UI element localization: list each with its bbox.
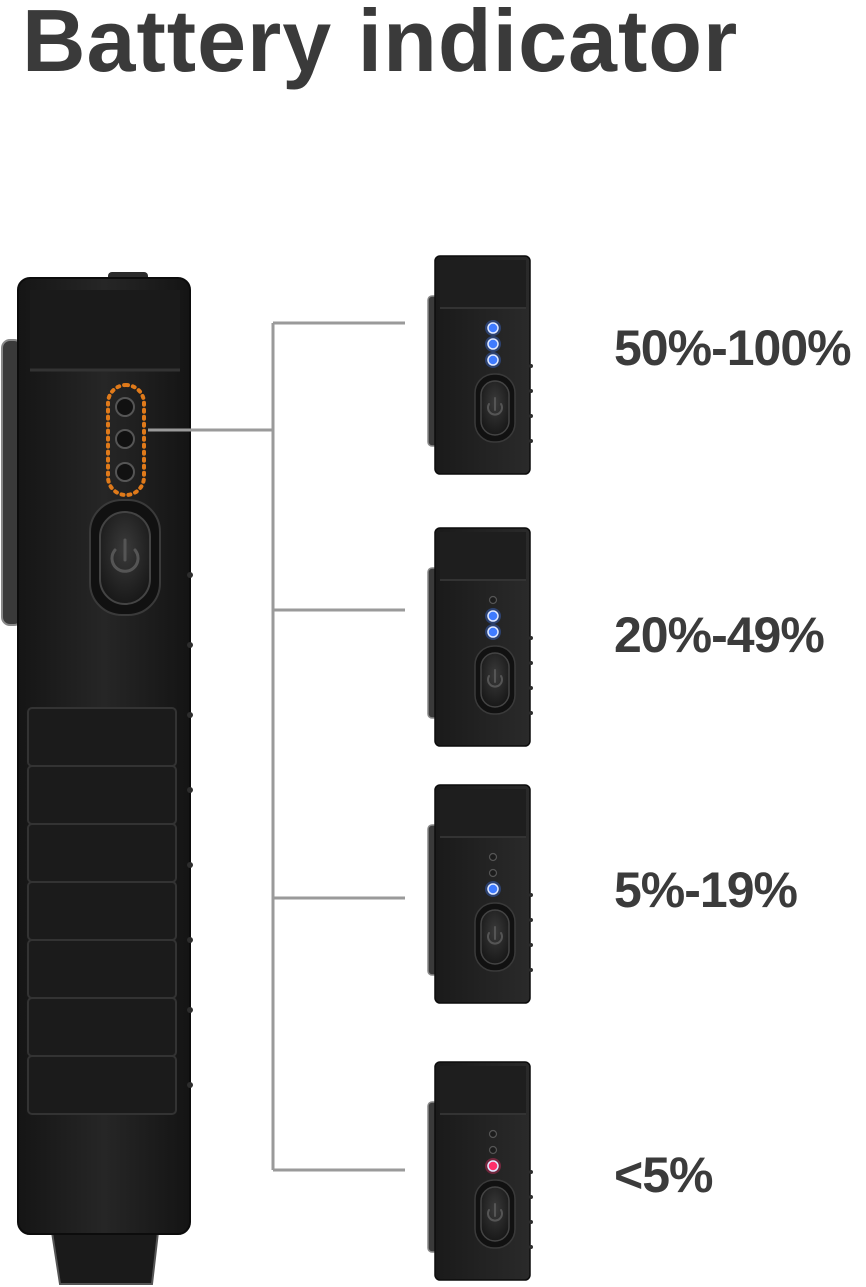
- power-icon: [487, 397, 503, 416]
- mini-device-1: [427, 255, 533, 475]
- mini-power-button-1: [474, 373, 516, 443]
- led-3-1: [488, 852, 498, 862]
- led-1-3: [487, 354, 499, 366]
- power-icon: [487, 926, 503, 945]
- led-1-1: [487, 322, 499, 334]
- power-icon: [110, 538, 140, 573]
- level-label-3: 5%-19%: [614, 862, 798, 918]
- main-device: [1, 272, 193, 1285]
- mini-power-button-2: [474, 645, 516, 715]
- level-label-1: 50%-100%: [614, 320, 852, 376]
- mini-devices: [427, 255, 533, 1281]
- power-icon: [487, 1203, 503, 1222]
- power-button: [89, 499, 161, 616]
- led-3-2: [488, 868, 498, 878]
- main-device-leds: [115, 397, 135, 482]
- mini-power-button-3: [474, 902, 516, 972]
- mini-device-4: [427, 1061, 533, 1281]
- page-title: Battery indicator: [22, 0, 739, 90]
- mini-device-2: [427, 527, 533, 747]
- level-label-4: <5%: [614, 1147, 713, 1203]
- led-4-2: [488, 1145, 498, 1155]
- indicator-highlight: [106, 383, 146, 497]
- led-4-3: [487, 1160, 499, 1172]
- led-4-1: [488, 1129, 498, 1139]
- led-2-3: [487, 626, 499, 638]
- led-1-2: [487, 338, 499, 350]
- mini-device-3: [427, 784, 533, 1004]
- power-icon: [487, 669, 503, 688]
- grip-ridges: [27, 707, 177, 1115]
- level-label-2: 20%-49%: [614, 607, 825, 663]
- led-3-3: [487, 883, 499, 895]
- connector-lines: [148, 321, 405, 1172]
- mini-power-button-4: [474, 1179, 516, 1249]
- led-2-2: [487, 610, 499, 622]
- led-2-1: [488, 595, 498, 605]
